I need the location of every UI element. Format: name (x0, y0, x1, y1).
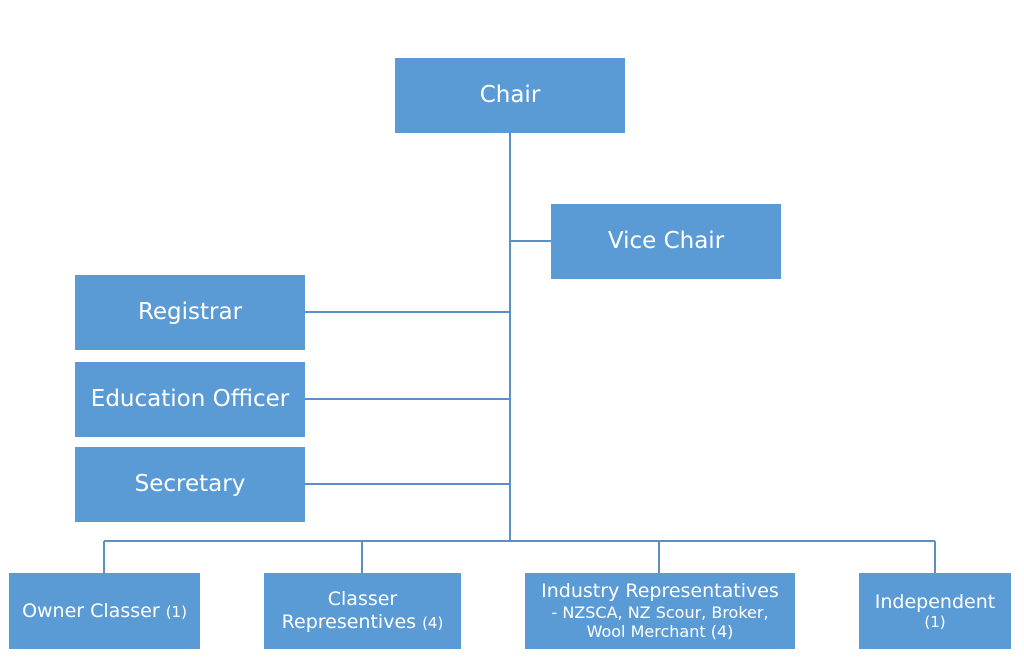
classer-reps-line2: Representives (281, 611, 417, 633)
education-officer-node: Education Officer (75, 362, 305, 437)
industry-reps-count: (4) (710, 622, 734, 642)
registrar-label: Registrar (137, 298, 243, 325)
chair-label: Chair (479, 81, 541, 108)
industry-reps-line2: - NZSCA, NZ Scour, Broker, (551, 603, 769, 623)
classer-reps-line2-wrap: Representives (4) (282, 611, 444, 634)
education-officer-label: Education Officer (90, 385, 290, 412)
chair-node: Chair (395, 58, 625, 133)
owner-classer-node: Owner Classer (1) (9, 573, 200, 649)
industry-reps-line1: Industry Representatives (541, 580, 779, 603)
classer-representatives-node: Classer Representives (4) (264, 573, 461, 649)
registrar-node: Registrar (75, 275, 305, 350)
independent-label: Independent (874, 590, 996, 613)
secretary-node: Secretary (75, 447, 305, 522)
vice-chair-node: Vice Chair (551, 204, 781, 279)
vice-chair-label: Vice Chair (607, 227, 725, 254)
secretary-label: Secretary (134, 470, 246, 497)
industry-reps-line3-wrap: Wool Merchant (4) (587, 622, 734, 641)
owner-classer-count: (1) (165, 602, 187, 621)
independent-node: Independent (1) (859, 573, 1011, 649)
owner-classer-text: Owner Classer (1) (22, 600, 187, 623)
independent-count: (1) (924, 613, 946, 632)
owner-classer-label: Owner Classer (22, 599, 160, 622)
industry-reps-line3: Wool Merchant (586, 622, 706, 642)
classer-reps-line1: Classer (327, 588, 398, 611)
industry-representatives-node: Industry Representatives - NZSCA, NZ Sco… (525, 573, 795, 649)
classer-reps-count: (4) (422, 614, 444, 632)
